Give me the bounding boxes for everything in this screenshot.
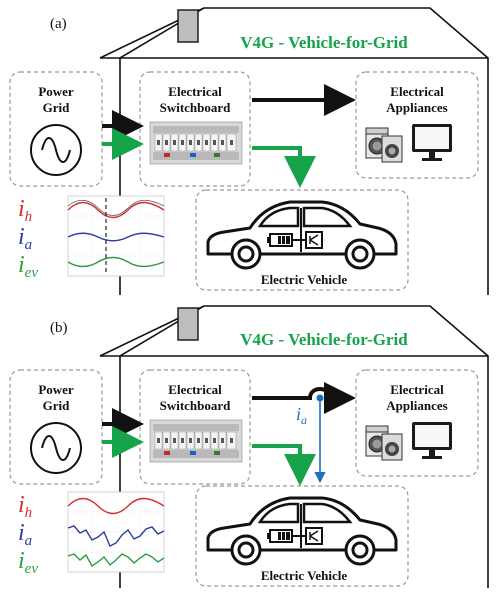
- house-outline: [99, 7, 489, 295]
- appliances-label-line2: Appliances: [386, 398, 447, 413]
- switchboard-to-ev-arrow: [252, 146, 316, 188]
- switchboard-to-ev-arrow: [252, 444, 316, 486]
- panel-label: (a): [50, 16, 67, 32]
- ia-symbol: ia: [18, 224, 32, 253]
- ia-trace: [67, 232, 165, 242]
- chimney: [177, 307, 199, 341]
- iev-trace: [67, 553, 165, 568]
- diagram-title: V4G - Vehicle-for-Grid: [240, 33, 408, 52]
- switchboard-label-line2: Switchboard: [160, 398, 232, 413]
- power-grid-label-line2: Grid: [43, 100, 70, 115]
- panel-a: (a) V4G - Vehicle-for-Grid Power Grid El…: [9, 7, 489, 295]
- sensor-current-label: ia: [296, 404, 307, 427]
- power-grid-label-line1: Power: [38, 382, 74, 397]
- ia-trace: [67, 525, 165, 547]
- diagram-title: V4G - Vehicle-for-Grid: [240, 330, 408, 349]
- power-grid-label-line1: Power: [38, 84, 74, 99]
- sine-source-icon: [30, 124, 82, 176]
- power-grid-label-line2: Grid: [43, 398, 70, 413]
- ih-trace: [67, 497, 165, 515]
- switchboard-icon: [149, 419, 243, 463]
- sine-source-icon: [30, 422, 82, 474]
- switchboard-label-line2: Switchboard: [160, 100, 232, 115]
- chimney: [177, 9, 199, 43]
- panel-label: (b): [50, 320, 68, 336]
- panel-b: (b) V4G - Vehicle-for-Grid Power Grid El…: [9, 305, 489, 588]
- iev-symbol: iev: [18, 252, 38, 281]
- appliances-label-line1: Electrical: [390, 84, 444, 99]
- appliances-label-line1: Electrical: [390, 382, 444, 397]
- iev-trace: [67, 256, 165, 268]
- current-sensor-dot: [316, 394, 324, 402]
- ih-trace: [67, 201, 165, 219]
- iev-symbol: iev: [18, 548, 38, 577]
- house-outline: [99, 305, 489, 588]
- ih-reference-trace: [67, 199, 165, 216]
- ev-label: Electric Vehicle: [261, 568, 348, 583]
- switchboard-label-line1: Electrical: [168, 382, 222, 397]
- ev-label: Electric Vehicle: [261, 272, 348, 287]
- ia-symbol: ia: [18, 520, 32, 549]
- ih-symbol: ih: [18, 492, 32, 521]
- appliances-label-line2: Appliances: [386, 100, 447, 115]
- ih-symbol: ih: [18, 196, 32, 225]
- switchboard-icon: [149, 121, 243, 165]
- switchboard-to-appliances-arrow: [252, 382, 356, 414]
- switchboard-label-line1: Electrical: [168, 84, 222, 99]
